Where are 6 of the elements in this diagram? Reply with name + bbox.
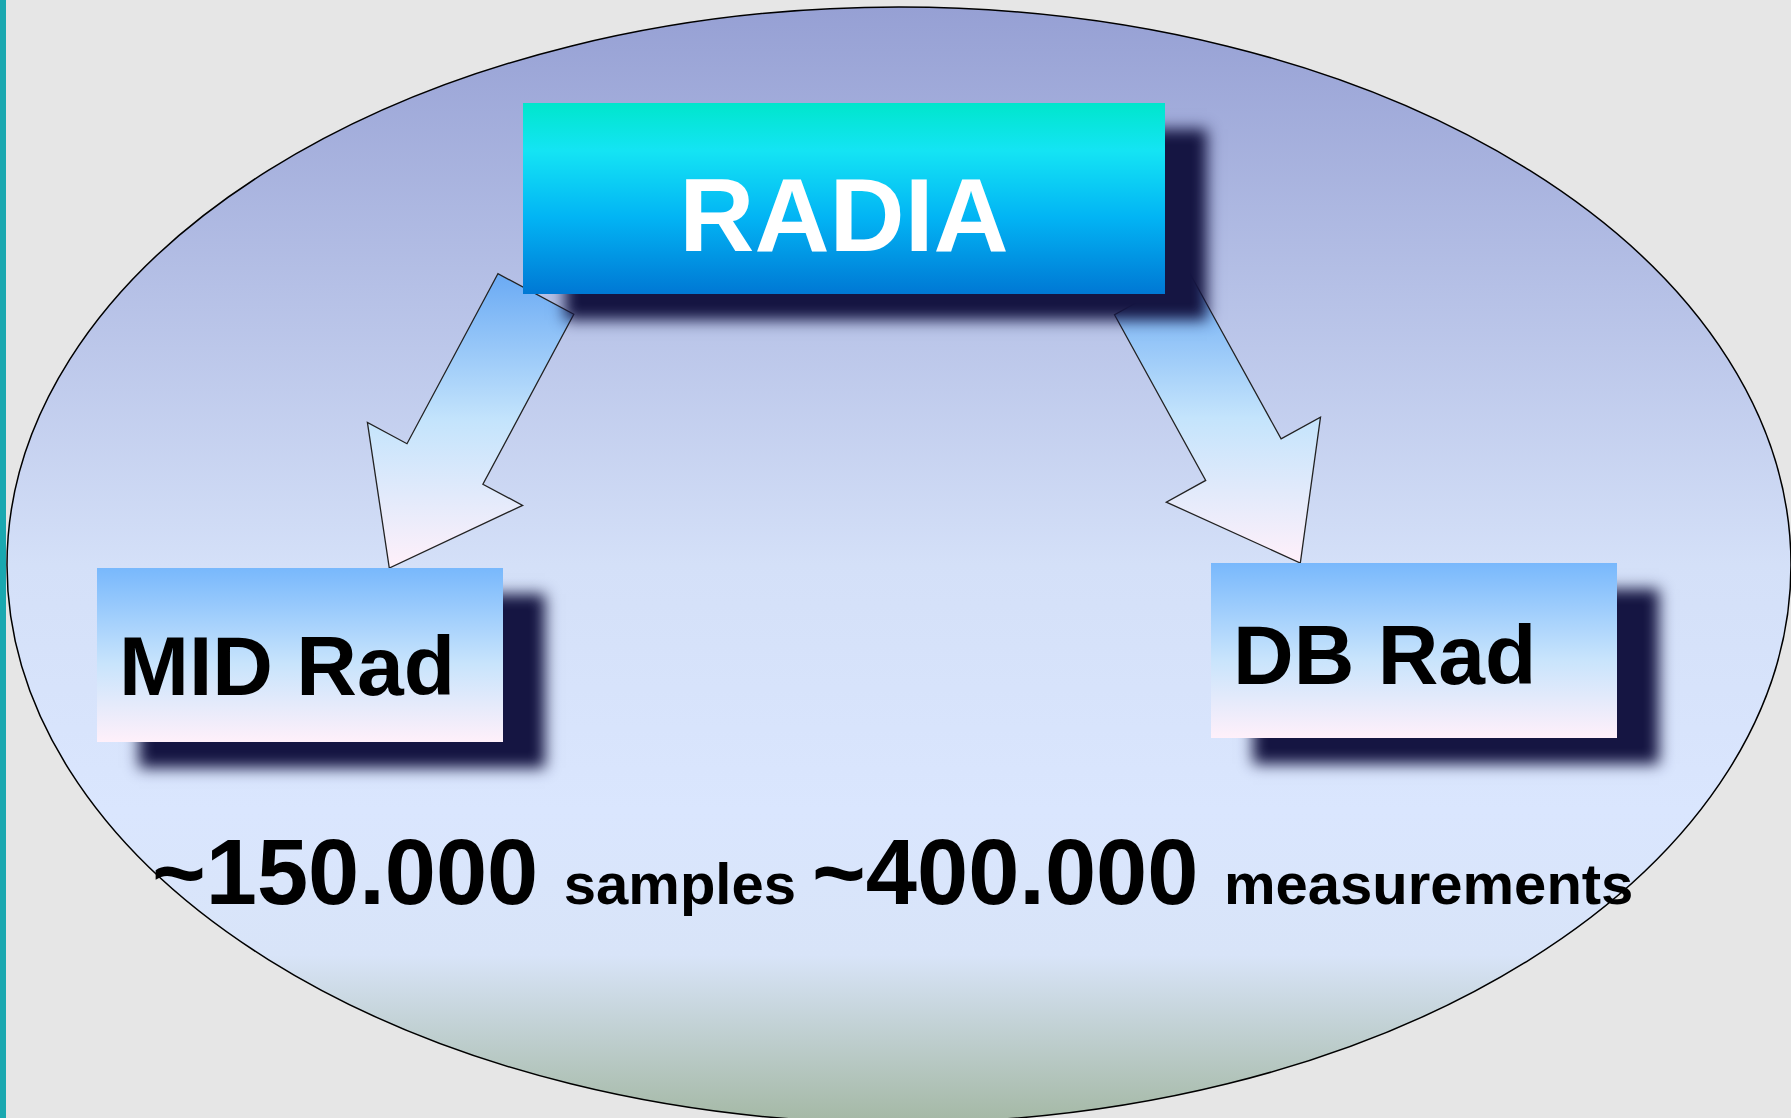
block-arrow (366, 272, 575, 569)
stats-text: ~150.000 samples ~400.000 measurements (152, 826, 1634, 918)
process-box: MID Rad (97, 568, 503, 742)
block-arrow (1113, 272, 1322, 564)
process-box: RADIA (523, 103, 1165, 294)
process-box: DB Rad (1211, 563, 1617, 738)
